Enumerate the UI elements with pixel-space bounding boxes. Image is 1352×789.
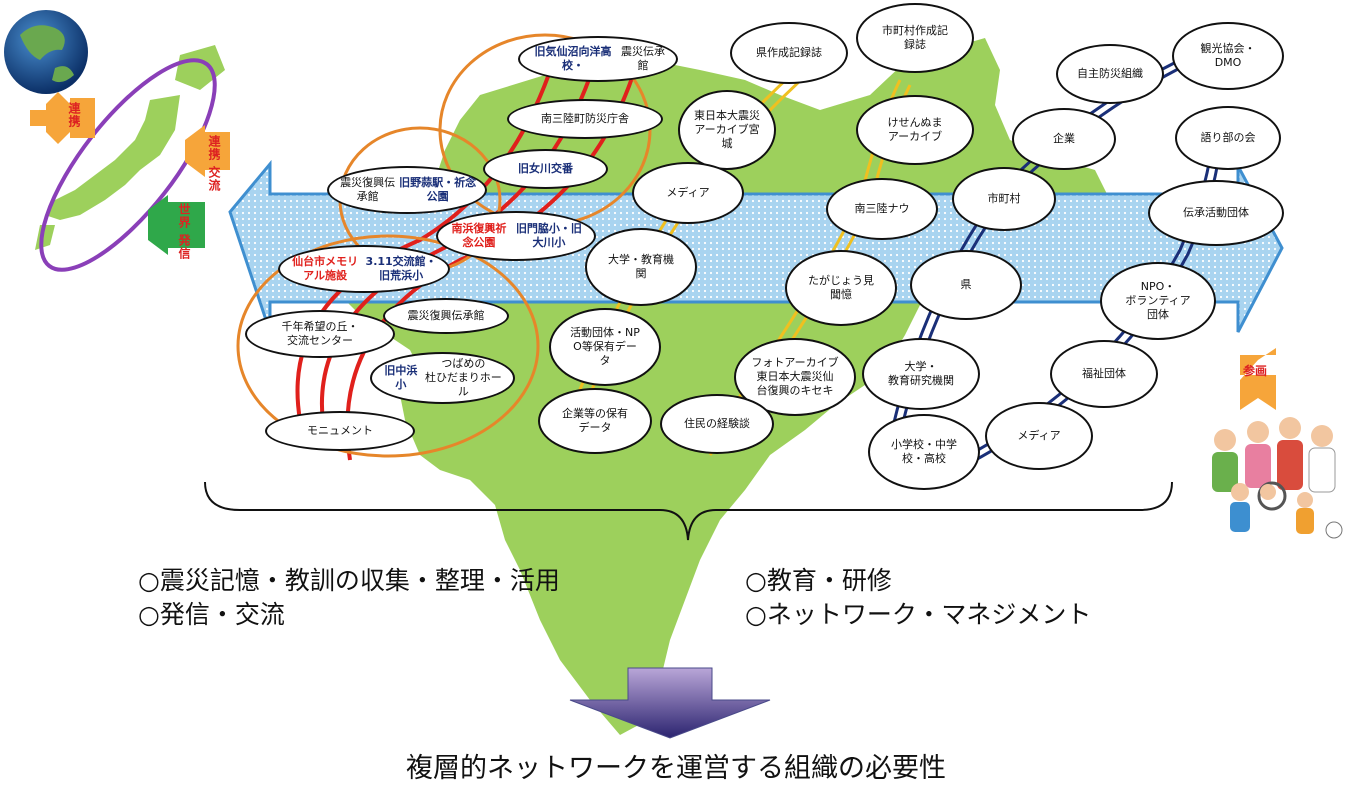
- node-kanko: 観光協会・ DMO: [1172, 22, 1284, 90]
- node-katsudo-npo: 活動団体・NP O等保有デー タ: [549, 308, 661, 386]
- summary-item-2: ○発信・交流: [138, 600, 285, 629]
- node-nobiru: 震災復興伝承館旧野蒜駅・祈念公園: [327, 166, 487, 214]
- node-kigyo-data: 企業等の保有 データ: [538, 388, 652, 454]
- node-shichoson-kiroku: 市町村作成記 録誌: [856, 3, 974, 73]
- node-sennen-kibo: 千年希望の丘・ 交流センター: [245, 310, 395, 358]
- node-minamisanriku-bosai: 南三陸町防災庁舎: [507, 99, 663, 139]
- node-media-right: メディア: [985, 402, 1093, 470]
- node-shogakko: 小学校・中学 校・高校: [868, 414, 980, 490]
- badge-sankaku: 参画: [1243, 364, 1268, 378]
- node-tagajo: たがじょう見 聞憶: [785, 250, 897, 326]
- node-fukushi: 福祉団体: [1050, 340, 1158, 408]
- badge-sekai-hasshin: 世界 発信: [177, 203, 191, 261]
- conclusion-title: 複層的ネットワークを運営する組織の必要性: [406, 753, 946, 784]
- summary-brace: [204, 481, 1173, 541]
- node-daigaku-kyoiku: 大学・教育機 関: [585, 228, 697, 306]
- node-jumin: 住民の経験談: [660, 394, 774, 454]
- node-kigyo: 企業: [1012, 108, 1116, 170]
- node-daigaku-kenkyu: 大学・ 教育研究機関: [862, 338, 980, 410]
- node-npo-volunteer: NPO・ ボランティア 団体: [1100, 262, 1216, 340]
- node-densho-dantai: 伝承活動団体: [1148, 180, 1284, 246]
- node-media-left: メディア: [632, 162, 744, 224]
- node-jishu-bosai: 自主防災組織: [1056, 44, 1164, 104]
- badge-renkei-left-shape: [30, 92, 95, 144]
- badge-renkei-left: 連携: [67, 102, 81, 128]
- japan-islands: [35, 45, 225, 250]
- node-kesennuma-hs: 旧気仙沼向洋高校・震災伝承館: [518, 36, 678, 82]
- people-group-icon: [1212, 417, 1343, 539]
- summary-item-4: ○ネットワーク・マネジメント: [745, 600, 1092, 629]
- node-higashinihon-archive: 東日本大震災 アーカイブ宮 城: [678, 90, 776, 170]
- summary-item-1: ○震災記憶・教訓の収集・整理・活用: [138, 566, 560, 595]
- summary-item-3: ○教育・研修: [745, 566, 892, 595]
- node-shinsai-fukko: 震災復興伝承館: [383, 298, 509, 334]
- node-shichoson: 市町村: [952, 167, 1056, 231]
- badge-renkei-koryu: 連携 交流: [207, 135, 221, 193]
- badge-renkei-koryu-shape: [185, 125, 230, 177]
- node-ken: 県: [910, 250, 1022, 320]
- badge-sekai-shape: [148, 195, 205, 255]
- down-arrow: [569, 667, 771, 739]
- node-nakahama: 旧中浜小つばめの 杜ひだまりホール: [370, 352, 515, 404]
- node-minamihama: 南浜復興祈念公園旧門脇小・旧大川小: [436, 211, 596, 261]
- globe-continents: [20, 25, 74, 83]
- node-ken-kiroku: 県作成記録誌: [730, 22, 848, 84]
- node-onagawa-koban: 旧女川交番: [483, 149, 608, 189]
- node-monument: モニュメント: [265, 411, 415, 451]
- node-minamisanriku-now: 南三陸ナウ: [826, 178, 938, 240]
- badge-sankaku-shape: [1240, 348, 1276, 410]
- node-kesennuma-archive: けせんぬま アーカイブ: [856, 95, 974, 165]
- node-kataribe: 語り部の会: [1175, 106, 1281, 170]
